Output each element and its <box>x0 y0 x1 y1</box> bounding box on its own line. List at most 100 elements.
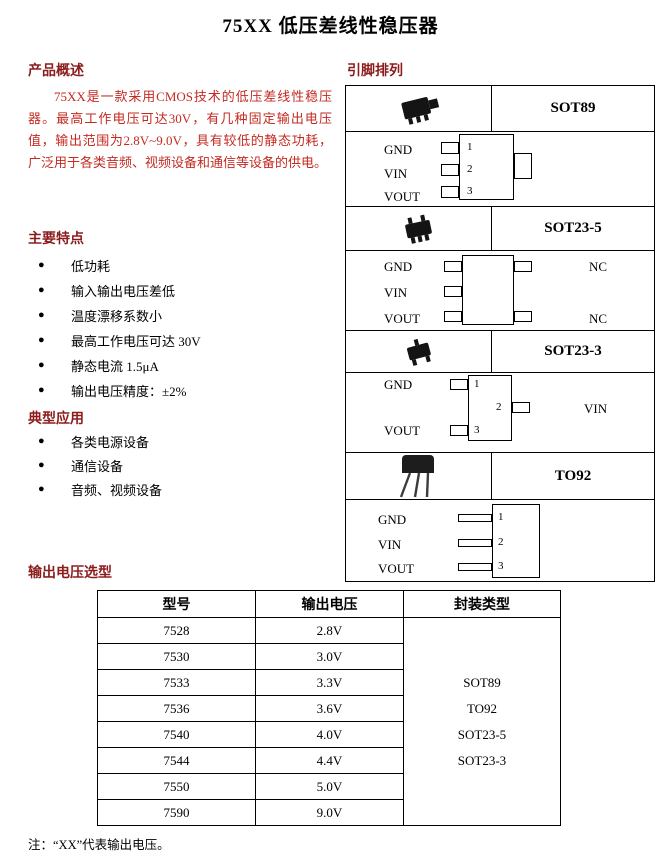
table-row: 7528 2.8V SOT89 TO92 SOT23-5 SOT23-3 <box>97 617 561 826</box>
pin-number: 3 <box>474 424 480 436</box>
pin-label-gnd: GND <box>384 259 413 274</box>
sot89-package-photo-icon <box>400 96 439 125</box>
col-header-model: 型号 <box>97 590 256 618</box>
pin-label-vout: VOUT <box>384 423 421 438</box>
sot23-5-package-photo-icon <box>404 214 432 244</box>
pin-lead <box>458 514 492 522</box>
voltage-cell: 3.0V <box>255 643 404 670</box>
voltage-cell: 3.3V <box>255 669 404 696</box>
pin-number: 2 <box>467 163 473 175</box>
voltage-cell: 5.0V <box>255 773 404 800</box>
application-label: 通信设备 <box>71 459 124 474</box>
pin-pad <box>441 164 459 176</box>
pin-pad <box>514 311 532 322</box>
package-type: SOT23-3 <box>457 752 507 768</box>
pin-label-nc-bottom: NC <box>589 311 608 326</box>
pin-pad <box>444 311 462 322</box>
pin-label-vout: VOUT <box>384 311 421 326</box>
pin-pad <box>514 261 532 272</box>
table-header-row: 型号 输出电压 封装类型 <box>97 590 561 618</box>
sot23-3-package-photo-icon <box>406 338 431 366</box>
pin-number: 2 <box>496 401 502 413</box>
pin-label-nc-top: NC <box>589 259 608 274</box>
voltage-cell: 4.0V <box>255 721 404 748</box>
feature-item: ● 输出电压精度：±2% <box>38 381 186 400</box>
application-item: ● 音频、视频设备 <box>38 480 162 499</box>
model-cell: 7528 <box>97 617 256 644</box>
pin-label-gnd: GND <box>378 512 407 527</box>
table-row: 7590 9.0V <box>97 799 561 826</box>
application-item: ● 通信设备 <box>38 456 123 475</box>
model-cell: 7544 <box>97 747 256 774</box>
model-cell: 7533 <box>97 669 256 696</box>
pinout-header: SOT23-5 <box>346 207 654 251</box>
section-heading-pinout: 引脚排列 <box>347 62 403 78</box>
pin-number: 1 <box>474 378 480 390</box>
table-row: 7533 3.3V <box>97 669 561 696</box>
package-outline <box>468 375 512 441</box>
package-type: SOT23-5 <box>457 726 507 742</box>
package-photo-cell <box>346 453 491 499</box>
page-title: 75XX 低压差线性稳压器 <box>222 16 439 37</box>
footnote: 注：“XX”代表输出电压。 <box>28 838 170 852</box>
model-cell: 7540 <box>97 721 256 748</box>
voltage-cell: 9.0V <box>255 799 404 826</box>
feature-label: 输入输出电压差低 <box>71 284 176 299</box>
pinout-body: GND VOUT VIN 1 2 3 <box>346 373 654 452</box>
feature-label: 最高工作电压可达 30V <box>71 334 201 349</box>
feature-label: 低功耗 <box>71 259 111 274</box>
application-item: ● 各类电源设备 <box>38 432 149 451</box>
feature-label: 温度漂移系数小 <box>71 309 163 324</box>
tab-outline <box>514 153 532 179</box>
pin-number: 2 <box>498 536 504 548</box>
pin-label-gnd: GND <box>384 142 413 157</box>
pin-number: 1 <box>467 141 473 153</box>
model-cell: 7590 <box>97 799 256 826</box>
pinout-header: SOT89 <box>346 86 654 132</box>
package-photo-cell <box>346 331 491 372</box>
bullet-icon: ● <box>38 334 45 346</box>
section-heading-selection: 输出电压选型 <box>28 564 112 580</box>
package-name: SOT89 <box>491 86 654 131</box>
package-type-cell: SOT89 TO92 SOT23-5 SOT23-3 <box>403 617 561 826</box>
package-name: TO92 <box>491 453 654 499</box>
voltage-cell: 3.6V <box>255 695 404 722</box>
package-type: TO92 <box>466 700 498 716</box>
pin-number: 1 <box>498 511 504 523</box>
bullet-icon: ● <box>38 483 45 495</box>
pinout-block-to92: TO92 GND VIN VOUT 1 2 3 <box>345 452 655 582</box>
pinout-block-sot23-5: SOT23-5 GND VIN VOUT NC NC <box>345 206 655 331</box>
package-name: SOT23-3 <box>491 331 654 372</box>
pin-pad <box>444 261 462 272</box>
bullet-icon: ● <box>38 435 45 447</box>
pin-label-vin: VIN <box>384 166 408 181</box>
package-outline <box>459 134 514 200</box>
pin-lead <box>458 563 492 571</box>
table-row: 7530 3.0V <box>97 643 561 670</box>
table-row: 7550 5.0V <box>97 773 561 800</box>
pin-label-gnd: GND <box>384 377 413 392</box>
table-row: 7540 4.0V <box>97 721 561 748</box>
model-cell: 7550 <box>97 773 256 800</box>
pin-label-vin: VIN <box>378 537 402 552</box>
pin-label-vout: VOUT <box>384 189 421 204</box>
feature-item: ● 低功耗 <box>38 256 110 275</box>
bullet-icon: ● <box>38 384 45 396</box>
package-name: SOT23-5 <box>491 207 654 250</box>
selection-table: 型号 输出电压 封装类型 7528 2.8V SOT89 TO92 SOT23-… <box>97 590 561 826</box>
bullet-icon: ● <box>38 309 45 321</box>
pin-number: 3 <box>467 185 473 197</box>
pinout-header: SOT23-3 <box>346 331 654 373</box>
pinout-header: TO92 <box>346 453 654 500</box>
pin-pad <box>441 142 459 154</box>
section-heading-features: 主要特点 <box>28 230 84 246</box>
bullet-icon: ● <box>38 359 45 371</box>
voltage-cell: 2.8V <box>255 617 404 644</box>
section-heading-overview: 产品概述 <box>28 62 84 78</box>
pin-label-vin: VIN <box>584 401 608 416</box>
model-cell: 7536 <box>97 695 256 722</box>
bullet-icon: ● <box>38 284 45 296</box>
feature-label: 静态电流 1.5μA <box>71 359 159 374</box>
bullet-icon: ● <box>38 259 45 271</box>
